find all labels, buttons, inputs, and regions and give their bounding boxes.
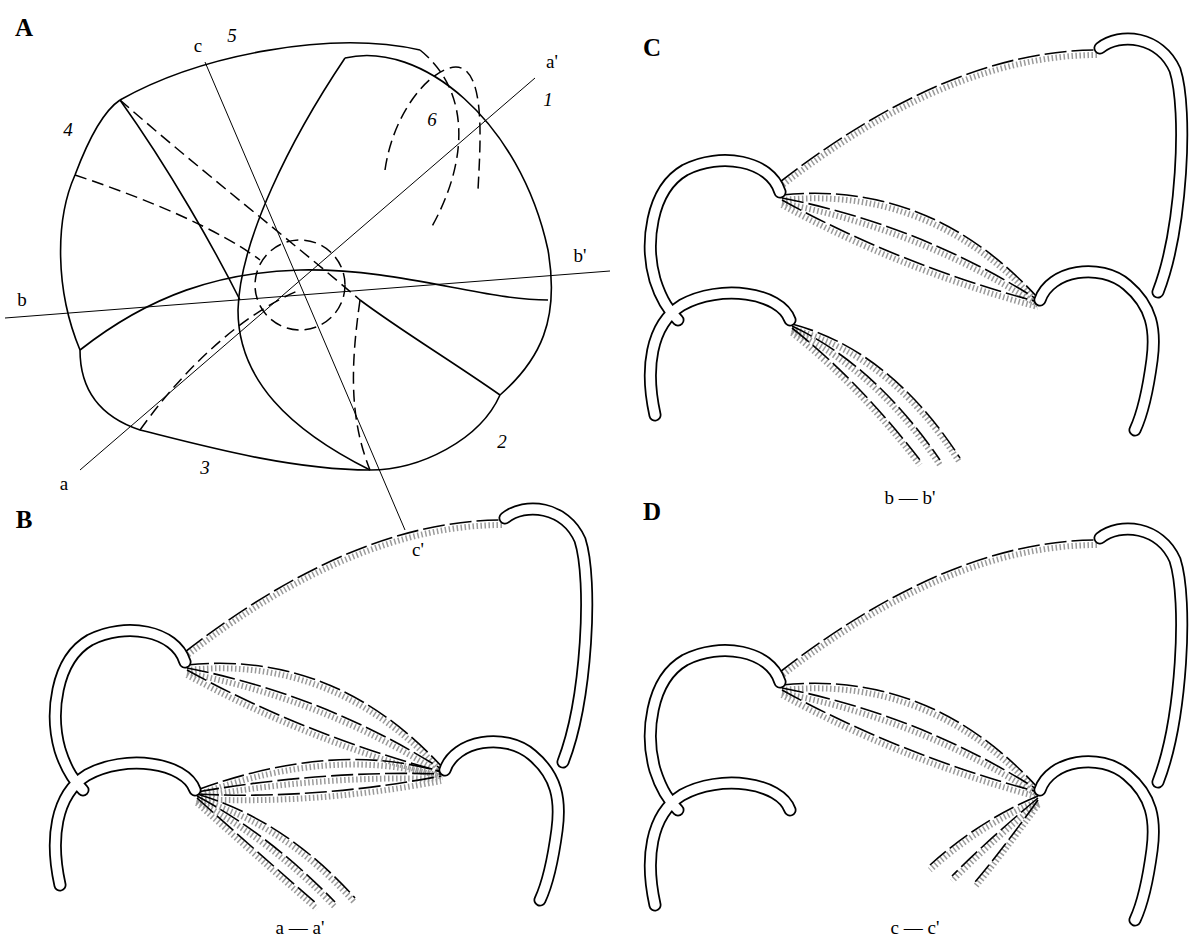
wall-arc <box>780 540 1098 672</box>
face-number: 6 <box>427 110 437 131</box>
face-number: 2 <box>497 432 507 453</box>
wall-arc <box>930 796 1038 882</box>
hidden-edge <box>353 300 370 470</box>
hook-wall <box>55 509 586 900</box>
wall-arc <box>185 520 503 652</box>
section-letter: b <box>17 290 27 311</box>
outline <box>345 55 551 395</box>
stipple <box>930 801 1038 887</box>
stipple <box>780 545 1098 677</box>
outline <box>238 58 370 470</box>
outline <box>370 395 500 470</box>
hidden-edge <box>420 50 459 230</box>
hidden-edge <box>140 290 300 430</box>
section-letter: c' <box>412 540 424 561</box>
hidden-edge <box>75 175 260 260</box>
section-line <box>205 62 405 530</box>
hidden-edge <box>255 240 345 330</box>
section-letter: c <box>194 36 202 57</box>
panel-letter: D <box>643 498 661 526</box>
section-letter: a <box>60 474 68 495</box>
outline <box>80 350 370 470</box>
wall-arc <box>782 193 1038 302</box>
panel-letter: C <box>643 34 661 62</box>
panel-letter: A <box>15 14 33 42</box>
hook-wall <box>650 39 1181 430</box>
hook-wall <box>650 39 1181 430</box>
section-letter: a' <box>546 52 558 73</box>
section-line <box>5 271 610 318</box>
section-line <box>80 78 535 470</box>
hidden-edge <box>385 67 480 190</box>
stipple <box>185 525 503 657</box>
section-caption: b — b' <box>885 488 936 509</box>
section-caption: c — c' <box>891 918 940 939</box>
hidden-edge <box>120 100 360 300</box>
face-number: 3 <box>200 458 210 479</box>
face-number: 1 <box>543 90 553 111</box>
section-view <box>650 39 1181 465</box>
stipple <box>197 799 355 909</box>
face-number: 4 <box>63 120 73 141</box>
section-caption: a — a' <box>276 918 325 939</box>
hook-wall <box>650 529 1181 920</box>
face-number: 5 <box>227 26 237 47</box>
panel-letter: B <box>16 506 33 534</box>
wall-arc <box>792 324 960 460</box>
wall-arc <box>187 663 443 772</box>
wall-arc <box>197 794 355 904</box>
hook-wall <box>650 529 1181 920</box>
outline <box>120 43 420 100</box>
outline <box>61 100 120 350</box>
wall-arc <box>782 683 1038 792</box>
stipple <box>780 55 1098 187</box>
outline <box>80 270 548 350</box>
wall-arc <box>197 760 441 796</box>
hook-wall <box>55 509 586 900</box>
section-letter: b' <box>574 246 587 267</box>
section-view <box>55 509 586 909</box>
section-view <box>650 529 1181 920</box>
outline <box>120 100 240 300</box>
outline <box>360 300 500 395</box>
tetrad-view <box>5 43 610 530</box>
wall-arc <box>780 50 1098 182</box>
